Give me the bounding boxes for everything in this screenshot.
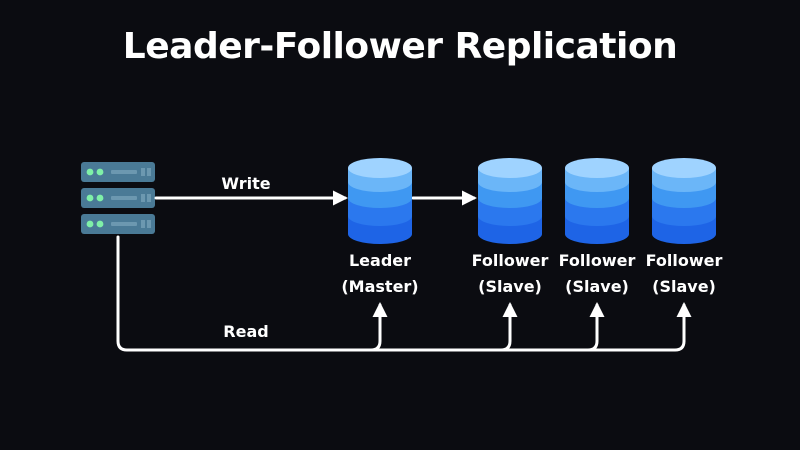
follower-2-label-line1: Follower (559, 251, 636, 270)
follower-3-label-line1: Follower (646, 251, 723, 270)
write-label: Write (221, 174, 270, 193)
read-label: Read (223, 322, 268, 341)
leader-database-icon (348, 158, 412, 244)
read-path-line (116, 235, 686, 352)
server-rack-icon (81, 162, 155, 234)
follower-3-database-icon (652, 158, 716, 244)
follower-2-label-line2: (Slave) (565, 277, 629, 296)
follower-2-database-icon (565, 158, 629, 244)
follower-1-label-line1: Follower (472, 251, 549, 270)
follower-3-label-line2: (Slave) (652, 277, 716, 296)
read-arrow-follower-2 (586, 302, 605, 352)
leader-label-line1: Leader (349, 251, 411, 270)
follower-1-label-line2: (Slave) (478, 277, 542, 296)
follower-1-database-icon (478, 158, 542, 244)
read-arrow-leader (369, 302, 388, 352)
read-arrow-follower-1 (499, 302, 518, 352)
leader-label-line2: (Master) (341, 277, 418, 296)
diagram-title: Leader-Follower Replication (123, 26, 677, 67)
